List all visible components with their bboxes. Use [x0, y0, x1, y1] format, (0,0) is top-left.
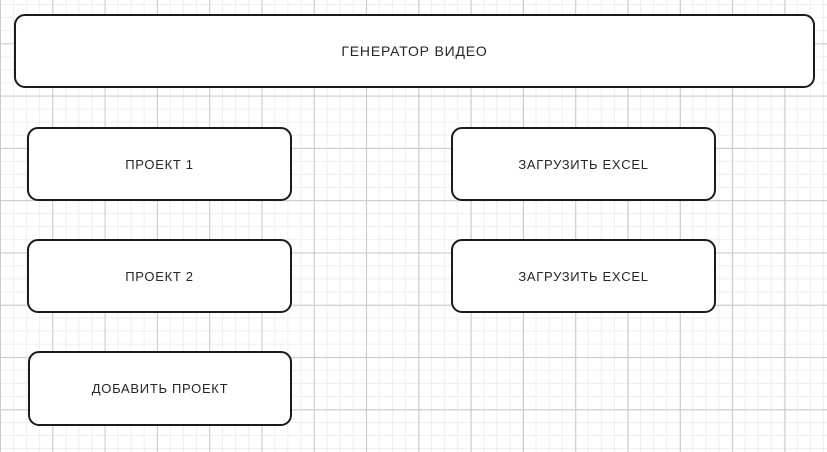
project-button-1[interactable]: ПРОЕКТ 1: [27, 127, 292, 201]
project-button-label: ПРОЕКТ 2: [125, 268, 194, 284]
upload-excel-button-label: ЗАГРУЗИТЬ EXCEL: [518, 268, 649, 284]
page-title: ГЕНЕРАТОР ВИДЕО: [341, 43, 488, 59]
add-project-button-label: ДОБАВИТЬ ПРОЕКТ: [91, 381, 229, 396]
upload-excel-button-2[interactable]: ЗАГРУЗИТЬ EXCEL: [451, 239, 716, 313]
app-title-banner: ГЕНЕРАТОР ВИДЕО: [14, 14, 815, 88]
upload-excel-button-label: ЗАГРУЗИТЬ EXCEL: [518, 156, 649, 172]
project-button-2[interactable]: ПРОЕКТ 2: [27, 239, 292, 313]
upload-excel-button-1[interactable]: ЗАГРУЗИТЬ EXCEL: [451, 127, 716, 201]
project-button-label: ПРОЕКТ 1: [125, 156, 194, 172]
add-project-button[interactable]: ДОБАВИТЬ ПРОЕКТ: [28, 351, 292, 426]
